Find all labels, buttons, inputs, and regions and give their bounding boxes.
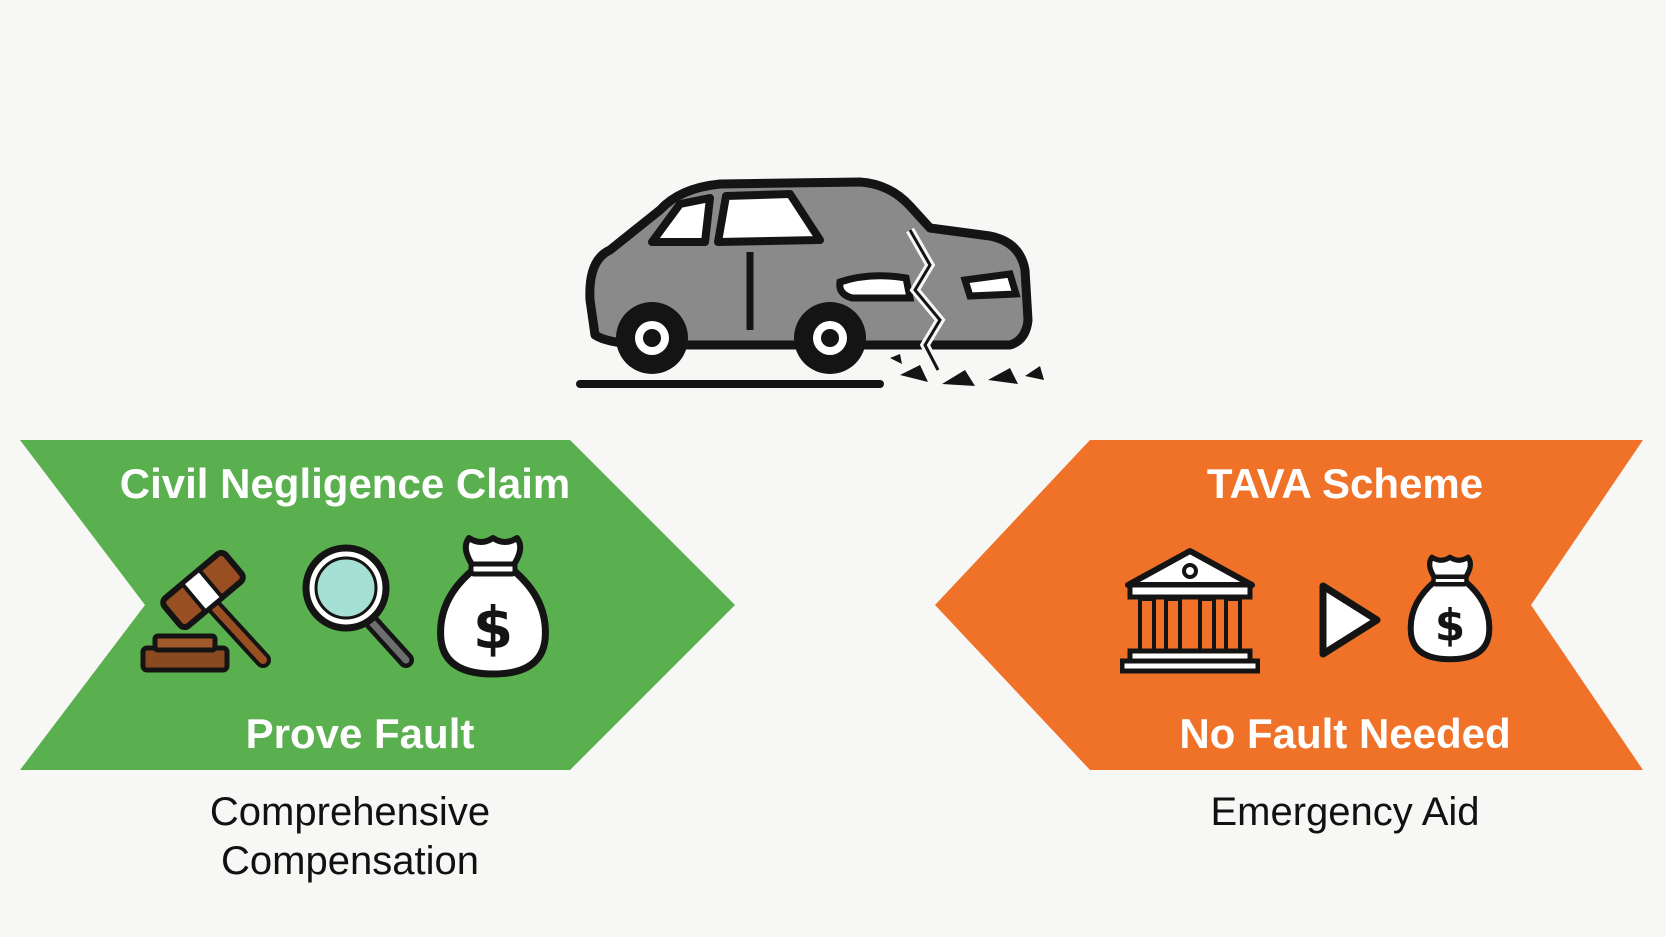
play-arrow-icon [1315,580,1385,665]
crashed-car-icon [570,170,1090,420]
caption-line-2: Compensation [221,839,479,883]
civil-negligence-title: Civil Negligence Claim [119,460,571,507]
svg-text:$: $ [1435,601,1465,651]
civil-negligence-panel: Civil Negligence Claim [20,440,735,770]
comprehensive-compensation-caption: Comprehensive Compensation [150,788,550,886]
tava-scheme-panel: TAVA Scheme [935,440,1643,770]
bank-building-icon [1119,545,1261,680]
money-bag-icon: $ [433,530,553,685]
emergency-aid-caption: Emergency Aid [1210,790,1480,834]
caption-line-1: Comprehensive [209,790,491,834]
tava-scheme-title: TAVA Scheme [1206,460,1484,507]
magnifying-glass-icon [298,540,418,675]
orange-panel-fill [935,440,1643,770]
no-fault-needed-label: No Fault Needed [1179,710,1511,757]
svg-text:$: $ [473,594,513,662]
orange-arrow-shape [935,440,1643,770]
prove-fault-label: Prove Fault [245,710,475,757]
gavel-icon [133,540,273,680]
money-bag-icon: $ [1405,550,1495,670]
